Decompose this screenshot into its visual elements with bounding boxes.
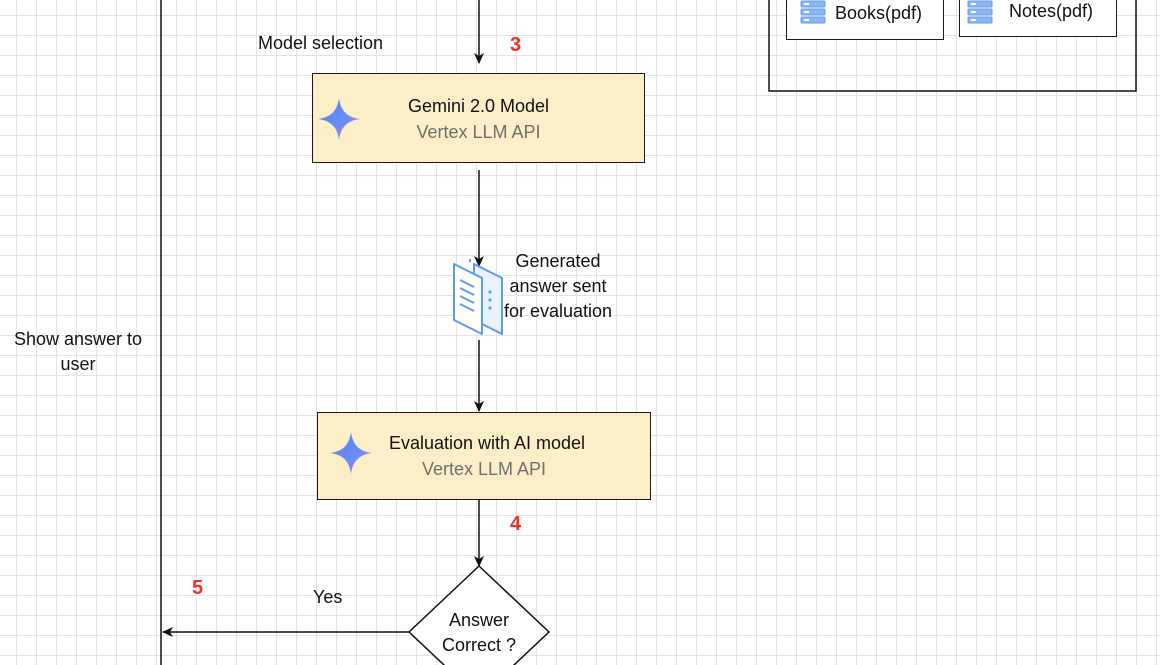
datastore-books: Books(pdf) [786, 0, 944, 40]
datastore-container [768, 0, 1137, 92]
decision-diamond [407, 564, 551, 665]
gemini-node-subtitle: Vertex LLM API [416, 122, 541, 142]
model-selection-label: Model selection [258, 33, 384, 53]
database-icon [967, 0, 993, 24]
evaluation-node-title: Evaluation with AI model [388, 433, 586, 453]
yes-label: Yes [313, 587, 343, 607]
database-icon [800, 0, 826, 24]
documents-icon [453, 259, 503, 335]
gemini-model-node: Gemini 2.0 Model Vertex LLM API [312, 73, 645, 163]
decision-line-2: Correct ? [441, 635, 517, 655]
datastore-notes-label: Notes(pdf) [1009, 1, 1094, 21]
generated-answer-label: Generated answer sent for evaluation [503, 251, 613, 321]
step-number-3: 3 [510, 34, 522, 56]
decision-line-1: Answer [448, 610, 510, 630]
gemini-sparkle-icon [318, 98, 360, 140]
evaluation-node-subtitle: Vertex LLM API [421, 459, 547, 479]
step-number-5: 5 [192, 577, 204, 599]
evaluation-node: Evaluation with AI model Vertex LLM API [317, 412, 651, 500]
show-answer-label: Show answer to user [13, 329, 143, 374]
gemini-node-title: Gemini 2.0 Model [407, 96, 550, 116]
gemini-sparkle-icon [330, 432, 372, 474]
datastore-books-label: Books(pdf) [835, 3, 923, 23]
datastore-notes: Notes(pdf) [959, 0, 1117, 37]
step-number-4: 4 [510, 513, 522, 535]
